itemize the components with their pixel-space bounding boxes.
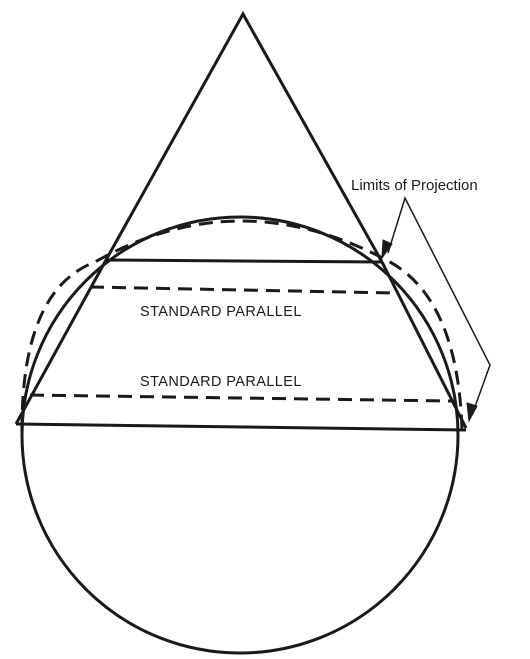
limits-of-projection-label: Limits of Projection xyxy=(351,177,478,194)
lower-projection-limit xyxy=(15,422,467,432)
projected-arc-dashed xyxy=(20,219,464,433)
upper-projection-limit xyxy=(105,258,383,264)
standard-parallel-upper-line xyxy=(89,285,396,295)
lower-limit-arrowhead xyxy=(466,402,478,423)
upper-limit-arrowhead xyxy=(381,239,393,260)
globe-circle xyxy=(20,215,460,655)
standard-parallel-lower-label: STANDARD PARALLEL xyxy=(140,374,302,390)
callout-leader-lines xyxy=(387,196,491,416)
cone-outline xyxy=(104,10,384,263)
standard-parallel-lower-line xyxy=(29,393,453,403)
standard-parallel-upper-label: STANDARD PARALLEL xyxy=(140,304,302,320)
